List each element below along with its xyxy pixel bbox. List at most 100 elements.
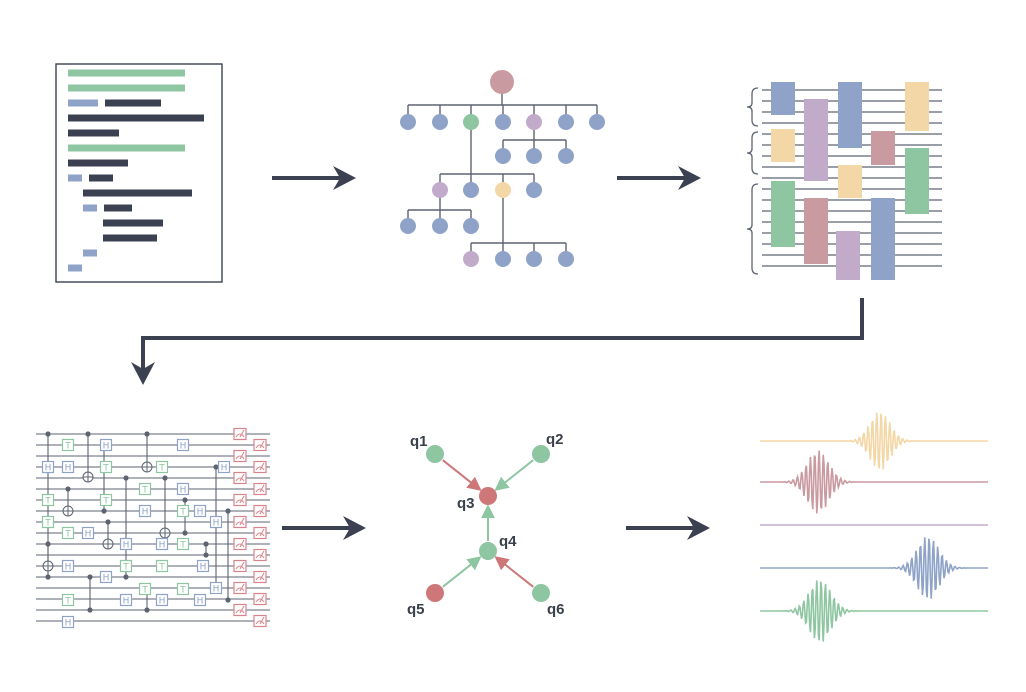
h-gate-label: H xyxy=(159,540,166,550)
gate-block xyxy=(905,148,929,214)
h-gate xyxy=(81,526,95,540)
gate-block xyxy=(771,181,795,247)
gate-block xyxy=(771,82,795,115)
gate-block xyxy=(771,129,795,162)
tree-node xyxy=(432,182,448,198)
pulse-waveform-panel xyxy=(760,412,988,642)
arrow-gates-to-graph xyxy=(282,516,366,540)
code-line xyxy=(68,129,119,137)
tree-node xyxy=(495,148,511,164)
t-gate-label: T xyxy=(141,485,148,495)
t-gate-label: T xyxy=(64,529,71,539)
code-document-frame xyxy=(55,63,223,283)
h-gate xyxy=(193,593,207,607)
control-dot xyxy=(182,530,188,536)
control-dot xyxy=(213,464,219,470)
target-xor-cross xyxy=(142,462,152,472)
measure-dial xyxy=(235,495,245,504)
gate-block xyxy=(836,231,860,280)
target-xor-cross xyxy=(160,528,170,538)
t-gate-label: T xyxy=(158,463,165,473)
control-dot xyxy=(105,519,111,525)
h-gate-label: H xyxy=(213,518,220,528)
control-dot xyxy=(101,508,107,514)
measure-dial xyxy=(235,605,245,614)
h-gate-label: H xyxy=(85,529,92,539)
coupling-edge xyxy=(494,459,534,491)
tree-node xyxy=(589,114,605,130)
t-gate-label: T xyxy=(122,562,129,572)
control-dot xyxy=(45,431,51,437)
gate-block xyxy=(871,131,895,165)
arrow-blocks-to-gates xyxy=(131,298,864,385)
flow-arrows xyxy=(131,166,864,540)
t-gate-label: T xyxy=(141,585,148,595)
measure-dial xyxy=(235,583,245,592)
arrow-tree-to-blocks xyxy=(617,166,701,190)
t-gate-label: T xyxy=(158,562,165,572)
t-gate xyxy=(99,493,113,507)
t-gate-label: T xyxy=(64,596,71,606)
h-gate xyxy=(119,593,133,607)
measure-dial xyxy=(235,429,245,438)
h-gate xyxy=(61,460,75,474)
gate-block xyxy=(838,165,862,198)
target-xor-cross xyxy=(83,472,93,482)
h-gate xyxy=(176,482,190,496)
measure-dial xyxy=(255,462,265,471)
measure-dial xyxy=(235,539,245,548)
h-gate xyxy=(209,581,223,595)
h-gate xyxy=(176,438,190,452)
h-gate xyxy=(99,570,113,584)
h-gate-label: H xyxy=(65,562,72,572)
target-xor-cross xyxy=(43,561,53,571)
t-gate xyxy=(176,537,190,551)
code-line xyxy=(104,204,132,212)
t-gate-label: T xyxy=(102,496,109,506)
measure-dial xyxy=(255,572,265,581)
t-gate xyxy=(99,460,113,474)
t-gate xyxy=(138,482,152,496)
t-gate-label: T xyxy=(44,496,51,506)
register-brace xyxy=(746,87,759,127)
register-brace xyxy=(746,131,759,175)
t-gate-label: T xyxy=(64,441,71,451)
qubit-label-q6: q6 xyxy=(547,601,565,618)
code-line xyxy=(89,174,113,182)
measure-dial xyxy=(235,473,245,482)
h-gate xyxy=(155,593,169,607)
control-dot xyxy=(225,508,231,514)
qubit-label-q3: q3 xyxy=(457,495,475,512)
tree-node xyxy=(463,251,479,267)
code-line xyxy=(103,234,157,242)
t-gate-label: T xyxy=(179,507,186,517)
control-dot xyxy=(162,475,168,481)
coupling-edge xyxy=(442,556,482,588)
h-gate xyxy=(61,615,75,629)
t-gate-label: T xyxy=(179,585,186,595)
gate-block xyxy=(838,82,862,148)
code-line xyxy=(105,99,161,107)
qubit-node-q6 xyxy=(532,584,550,602)
control-dot xyxy=(85,431,91,437)
h-gate xyxy=(41,460,55,474)
code-line xyxy=(68,264,82,272)
control-dot xyxy=(123,574,129,580)
target-xor-cross xyxy=(103,539,113,549)
gate-block xyxy=(804,198,828,264)
tree-node xyxy=(526,182,542,198)
gate-block xyxy=(804,99,828,181)
target-xor-cross xyxy=(63,506,73,516)
h-gate xyxy=(61,559,75,573)
t-gate xyxy=(176,582,190,596)
arrow-graph-to-waves xyxy=(626,516,710,540)
tree-node xyxy=(490,70,514,94)
tree-node xyxy=(526,148,542,164)
t-gate-label: T xyxy=(102,463,109,473)
t-gate-label: T xyxy=(44,518,51,528)
t-gate xyxy=(61,438,75,452)
control-dot xyxy=(182,497,188,503)
code-line xyxy=(68,69,185,77)
qubit-node-q2 xyxy=(532,445,550,463)
t-gate-label: T xyxy=(179,540,186,550)
